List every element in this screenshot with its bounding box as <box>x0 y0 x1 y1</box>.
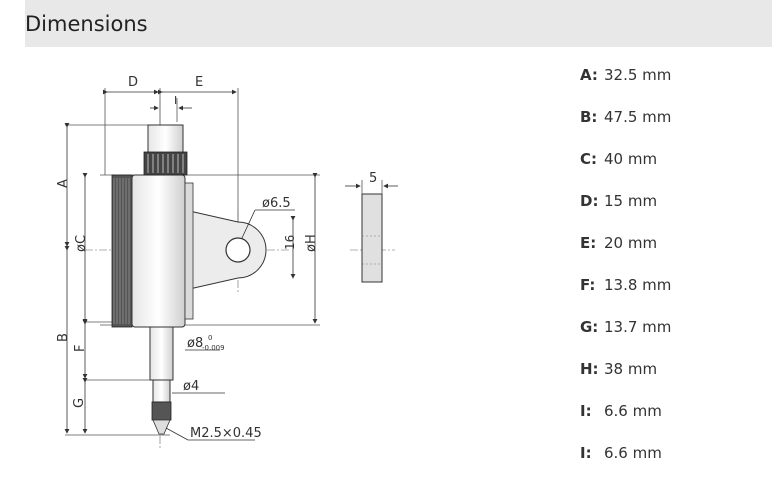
dimension-item: G: 13.7 mm <box>580 318 770 360</box>
dimension-key: E: <box>580 234 597 252</box>
label-c: øC <box>74 235 89 252</box>
dimension-key: G: <box>580 318 599 336</box>
dimension-key: C: <box>580 150 598 168</box>
section-header: Dimensions <box>25 0 772 47</box>
dimension-item: I: 6.6 mm <box>580 444 770 486</box>
dimension-key: A: <box>580 66 598 84</box>
section-title: Dimensions <box>25 12 148 37</box>
dimension-key: B: <box>580 108 598 126</box>
dimension-key: I: <box>580 444 592 462</box>
label-lug-width: 5 <box>369 171 377 186</box>
label-i: I <box>174 94 177 107</box>
dimension-item: A: 32.5 mm <box>580 66 770 108</box>
dimension-key: H: <box>580 360 599 378</box>
dimension-value: 38 mm <box>604 360 658 378</box>
label-thread: M2.5×0.45 <box>190 426 262 441</box>
dimension-value: 13.7 mm <box>604 318 672 336</box>
dimension-item: H: 38 mm <box>580 360 770 402</box>
label-stem: ø8 <box>187 336 203 351</box>
dimension-key: I: <box>580 402 592 420</box>
dimension-value: 40 mm <box>604 150 658 168</box>
dimension-key: D: <box>580 192 599 210</box>
dimension-list: A: 32.5 mm B: 47.5 mm C: 40 mm D: 15 mm E: 20… <box>580 66 770 486</box>
dimension-value: 6.6 mm <box>604 402 662 420</box>
dimension-value: 13.8 mm <box>604 276 672 294</box>
label-f: F <box>73 345 88 352</box>
dimension-item: E: 20 mm <box>580 234 770 276</box>
label-lug-hole: ø6.5 <box>262 196 291 211</box>
dial-indicator-dimension-drawing: D E I A B øC F G øH 16 ø6.5 5 ø8 0 -0.00… <box>56 75 398 450</box>
dimension-item: F: 13.8 mm <box>580 276 770 318</box>
label-stem-tol-lower: -0.009 <box>202 344 225 352</box>
label-g: G <box>72 398 87 408</box>
dimension-key: F: <box>580 276 596 294</box>
dimension-item: C: 40 mm <box>580 150 770 192</box>
label-d: D <box>128 75 138 90</box>
dimension-item: B: 47.5 mm <box>580 108 770 150</box>
dimension-item: I: 6.6 mm <box>580 402 770 444</box>
label-stem-tol-upper: 0 <box>208 334 212 342</box>
dimension-value: 32.5 mm <box>604 66 672 84</box>
label-lug-height: 16 <box>283 235 297 250</box>
label-h: øH <box>304 234 319 252</box>
dimension-value: 20 mm <box>604 234 658 252</box>
dimension-value: 6.6 mm <box>604 444 662 462</box>
dimension-item: D: 15 mm <box>580 192 770 234</box>
label-b: B <box>56 333 71 342</box>
dimension-value: 47.5 mm <box>604 108 672 126</box>
dimension-value: 15 mm <box>604 192 658 210</box>
label-spindle: ø4 <box>183 379 199 394</box>
label-a: A <box>56 179 71 188</box>
label-e: E <box>195 75 203 90</box>
